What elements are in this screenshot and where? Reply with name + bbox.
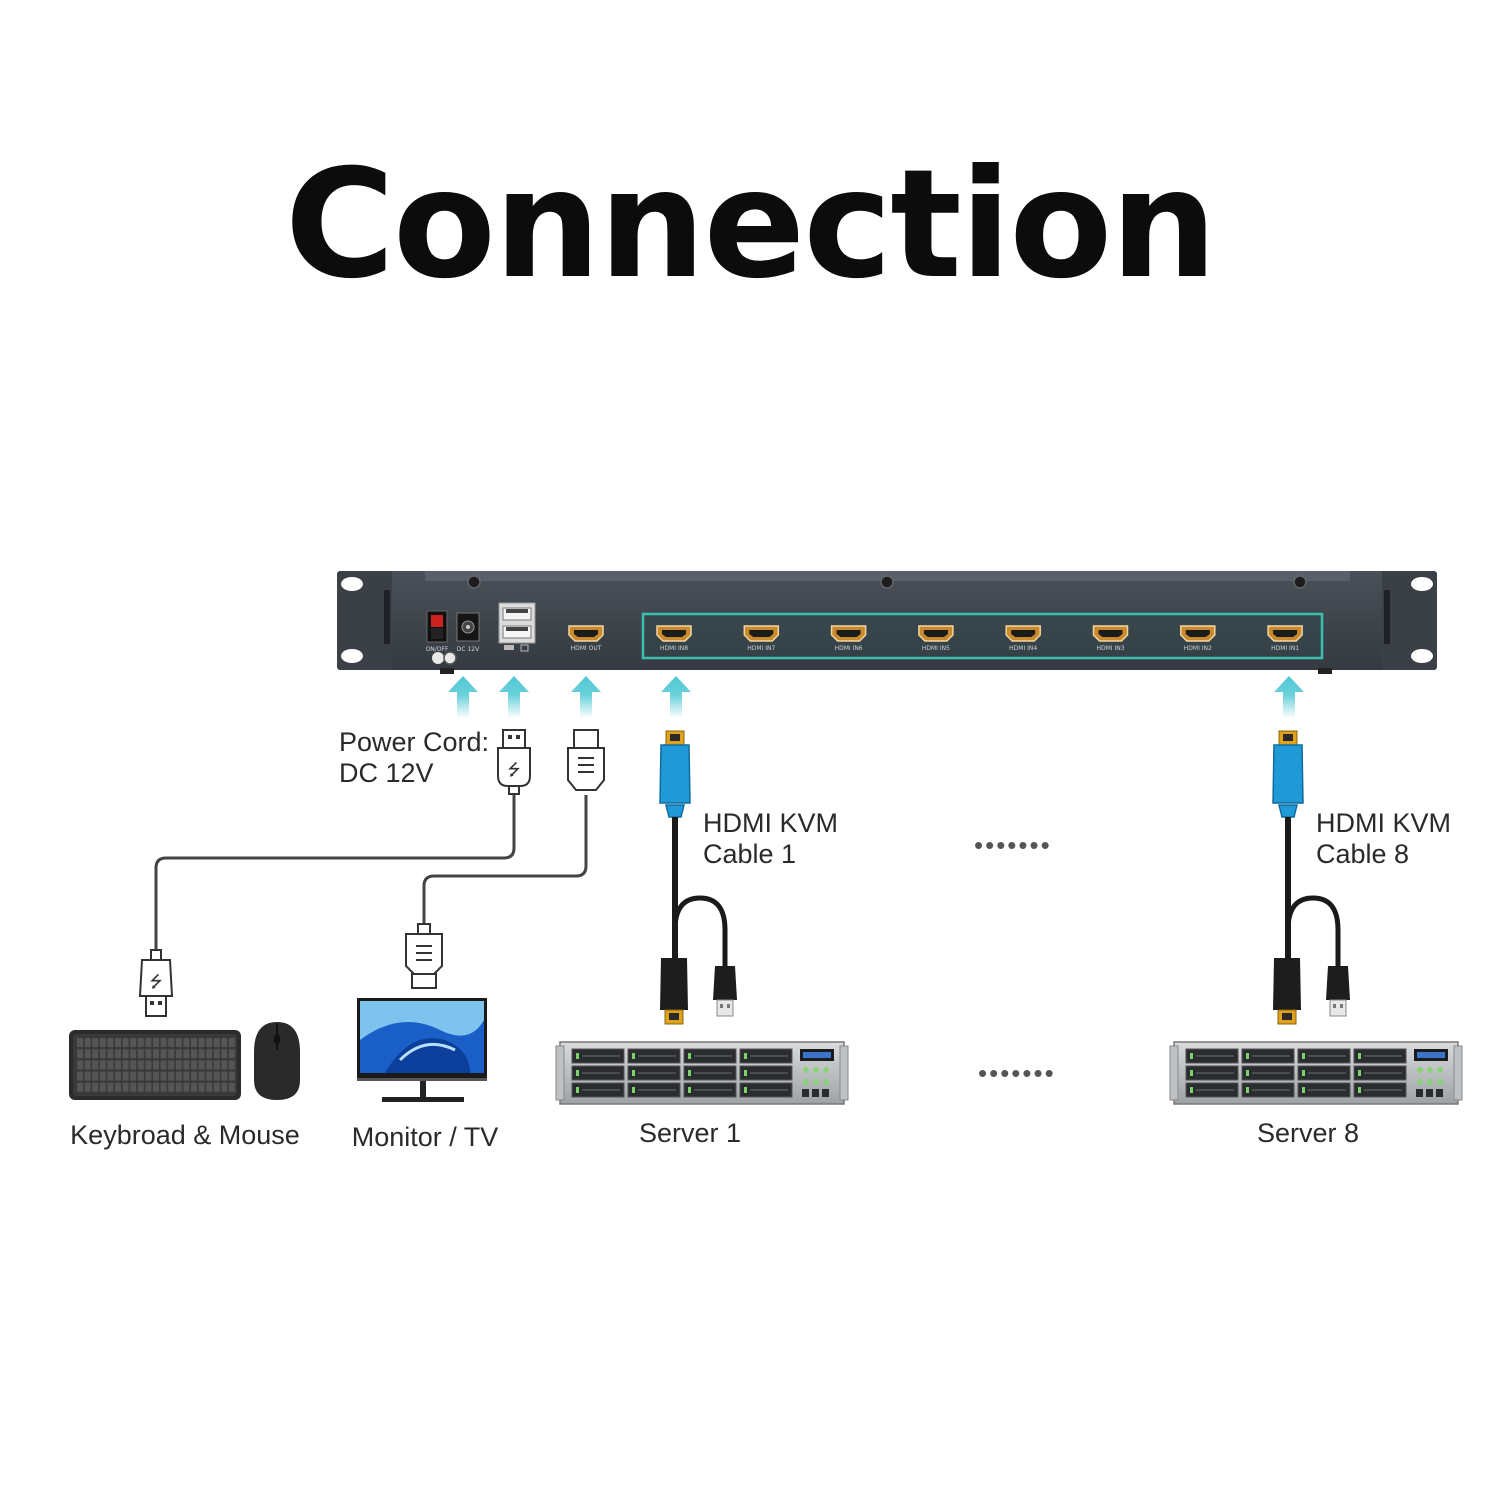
left-rack-ear (337, 571, 395, 670)
mouse-icon (254, 1022, 300, 1100)
screw-icon (467, 575, 481, 589)
hdmi-input-port: HDMI IN1 (1267, 625, 1303, 652)
hdmi-input-label: HDMI IN3 (1096, 645, 1124, 652)
hdmi-cable (405, 729, 605, 989)
rack-ear-hole (1411, 649, 1433, 663)
page-title: Connection (284, 138, 1217, 312)
screw-icon (880, 575, 894, 589)
server-1-label: Server 1 (638, 1118, 742, 1148)
power-cord-label-line1: Power Cord: (339, 727, 490, 757)
kvm-cable-8-label-line2: Cable 8 (1316, 839, 1410, 869)
hdmi-input-label: HDMI IN8 (660, 645, 688, 652)
dc-power-jack: DC 12V (456, 612, 480, 653)
keyboard-icon (69, 1030, 241, 1100)
hdmi-plug-icon (405, 923, 443, 989)
keyboard-mouse-label: Keybroad & Mouse (70, 1120, 300, 1150)
arrow-up-icon (571, 676, 601, 718)
server-8-icon (1169, 1041, 1463, 1105)
hdmi-plug-icon (567, 729, 605, 791)
server-8-label: Server 8 (1256, 1118, 1360, 1148)
connection-arrows (448, 676, 1304, 718)
right-rack-ear (1379, 571, 1437, 670)
hdmi-kvm-cable-1 (659, 730, 738, 1025)
server-1-icon (555, 1041, 849, 1105)
rack-ear-hole (341, 649, 363, 663)
arrow-up-icon (1274, 676, 1304, 718)
screw-icon (1293, 575, 1307, 589)
hdmi-input-port: HDMI IN5 (918, 625, 954, 652)
hdmi-input-label: HDMI IN2 (1184, 645, 1212, 652)
hdmi-input-ports: HDMI IN8 HDMI IN7 HDMI IN6 HDMI IN5 HDMI IN4… (656, 625, 1303, 652)
rack-ear-hole (341, 577, 363, 591)
arrow-up-icon (499, 676, 529, 718)
arrow-up-icon (661, 676, 691, 718)
kvm-cable-8-label-line1: HDMI KVM (1316, 808, 1451, 838)
power-switch: ON/OFF (426, 610, 449, 653)
hdmi-input-port: HDMI IN3 (1092, 625, 1129, 652)
hdmi-input-label: HDMI IN6 (835, 645, 863, 652)
hdmi-input-port: HDMI IN2 (1180, 625, 1216, 652)
hdmi-input-label: HDMI IN7 (747, 645, 775, 652)
svg-text:⭍: ⭍ (507, 760, 520, 779)
kvm-cable-1-label-line1: HDMI KVM (703, 808, 838, 838)
usb-plug-icon: ⭍ (497, 729, 531, 795)
usb-cable: ⭍ ⭍ (138, 729, 531, 1017)
dc-jack-label: DC 12V (457, 646, 480, 653)
arrow-up-icon (448, 676, 478, 718)
hdmi-input-port: HDMI IN4 (1005, 625, 1041, 652)
monitor-icon (357, 998, 487, 1102)
power-cord-label-line2: DC 12V (339, 758, 434, 788)
hdmi-out-port: HDMI OUT (568, 625, 604, 652)
hdmi-input-port: HDMI IN8 (656, 625, 692, 652)
hdmi-input-label: HDMI IN4 (1009, 645, 1037, 652)
power-switch-label: ON/OFF (426, 646, 449, 653)
hdmi-out-label: HDMI OUT (571, 645, 602, 652)
hdmi-input-port: HDMI IN6 (830, 625, 867, 652)
monitor-tv-label: Monitor / TV (351, 1122, 499, 1152)
hdmi-input-label: HDMI IN1 (1271, 645, 1299, 652)
rack-ear-hole (1411, 577, 1433, 591)
svg-text:⭍: ⭍ (149, 972, 162, 991)
kvm-switch-rack-unit: ON/OFF DC 12V (337, 571, 1437, 674)
kvm-cable-1-label-line2: Cable 1 (703, 839, 797, 869)
hdmi-input-port: HDMI IN7 (743, 625, 780, 652)
ellipsis-top: ••••••• (974, 830, 1052, 860)
usb-plug-icon: ⭍ (138, 949, 174, 1017)
hdmi-input-label: HDMI IN5 (922, 645, 950, 652)
usb-ports (498, 602, 536, 652)
ellipsis-bottom: ••••••• (978, 1058, 1056, 1088)
hdmi-kvm-cable-8 (1272, 730, 1351, 1025)
